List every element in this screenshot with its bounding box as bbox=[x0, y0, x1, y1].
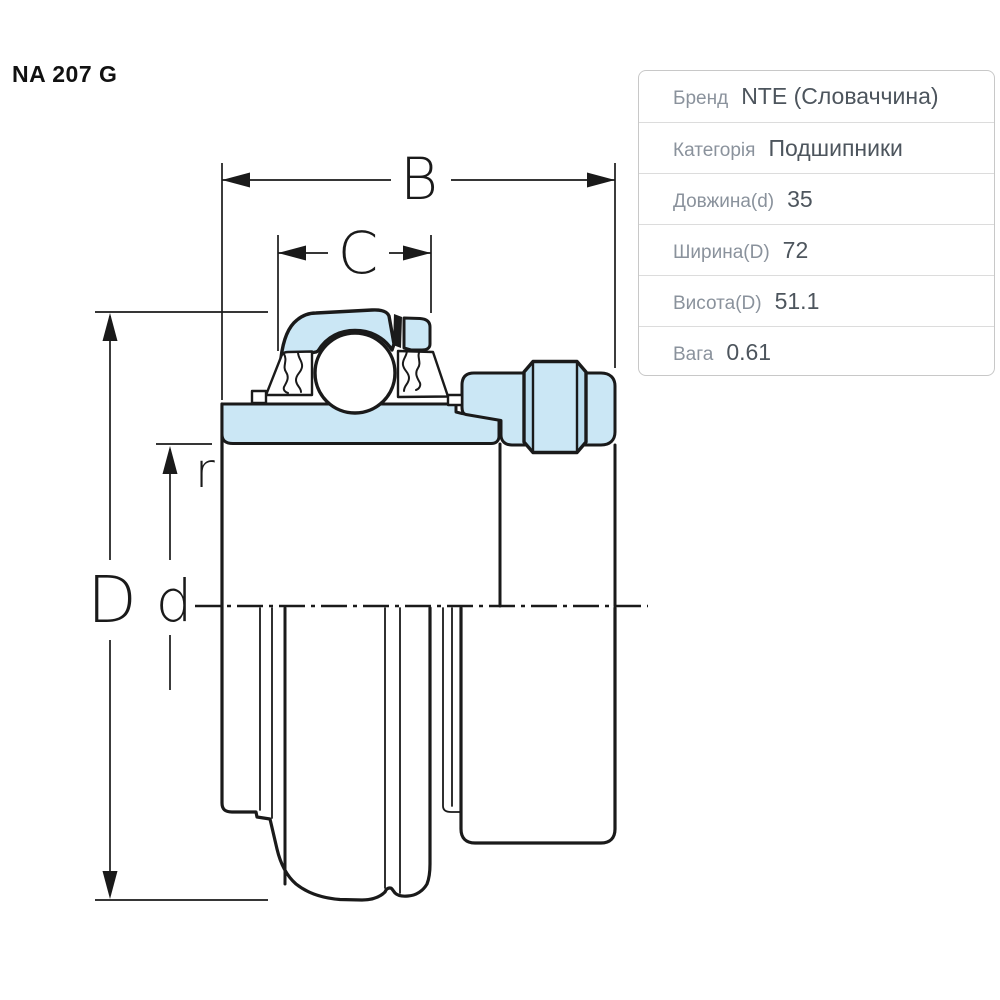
arrow-c-right bbox=[403, 245, 431, 261]
spec-value: 0.61 bbox=[726, 339, 772, 365]
set-screw bbox=[522, 359, 588, 455]
inner-ring-section bbox=[220, 402, 501, 445]
spec-value: 72 bbox=[782, 237, 809, 263]
spec-label: Вага bbox=[673, 344, 714, 365]
spec-table: Бренд NTE (Словаччина) Категорія Подшипник… bbox=[638, 70, 995, 376]
arrow-b-right bbox=[587, 172, 615, 188]
spec-row-length: Довжина(d) 35 bbox=[639, 173, 994, 224]
spec-value: Подшипники bbox=[768, 135, 903, 161]
page-title: NA 207 G bbox=[12, 61, 118, 87]
spec-row-width: Ширина(D) 72 bbox=[639, 224, 994, 275]
spec-label: Довжина(d) bbox=[673, 191, 775, 212]
bearing-ball bbox=[313, 331, 397, 415]
spec-value: 51.1 bbox=[774, 288, 820, 314]
right-shoulder-step bbox=[446, 393, 464, 407]
arrow-r-top bbox=[162, 446, 178, 474]
dim-label-D: D bbox=[87, 564, 136, 638]
spec-row-category: Категорія Подшипники bbox=[639, 122, 994, 173]
set-screw-outline bbox=[522, 359, 588, 455]
spec-row-weight: Вага 0.61 bbox=[639, 326, 994, 377]
outer-ring-segment bbox=[402, 316, 432, 352]
set-screw-facet-lines bbox=[531, 361, 579, 453]
spec-row-brand: Бренд NTE (Словаччина) bbox=[639, 71, 994, 122]
spec-label: Ширина(D) bbox=[673, 242, 770, 263]
arrow-d-top bbox=[102, 313, 118, 341]
outer-ring-side-outline bbox=[220, 402, 432, 902]
chamfer-line bbox=[442, 607, 461, 813]
cage-profile-lines bbox=[282, 349, 422, 394]
arrow-d-bottom bbox=[102, 871, 118, 899]
collar-side-outline bbox=[459, 606, 617, 845]
arrow-b-left bbox=[222, 172, 250, 188]
spec-label: Категорія bbox=[673, 140, 756, 161]
set-screw-right-facet bbox=[577, 361, 586, 453]
spec-value: 35 bbox=[787, 186, 813, 212]
outer-ring-section bbox=[279, 308, 396, 360]
lower-silhouette bbox=[220, 402, 617, 902]
dimension-arrows bbox=[102, 172, 615, 899]
set-screw-body bbox=[524, 361, 586, 453]
arrow-c-left bbox=[278, 245, 306, 261]
spec-value: NTE (Словаччина) bbox=[741, 83, 939, 109]
spec-label: Бренд bbox=[673, 88, 729, 109]
dimension-lines bbox=[95, 163, 616, 901]
left-shoulder-step bbox=[250, 389, 268, 405]
dim-label-B: B bbox=[400, 145, 438, 213]
spec-label: Висота(D) bbox=[673, 293, 762, 314]
dim-label-C: C bbox=[338, 219, 379, 287]
dim-label-r: r bbox=[195, 443, 215, 499]
spec-row-height: Висота(D) 51.1 bbox=[639, 275, 994, 326]
dim-label-d: d bbox=[156, 567, 193, 635]
left-seal-section bbox=[264, 350, 314, 397]
seal-slit bbox=[393, 314, 402, 348]
set-screw-left-facet bbox=[524, 361, 533, 453]
